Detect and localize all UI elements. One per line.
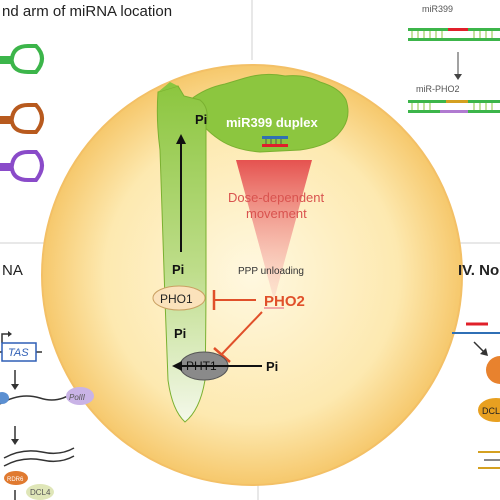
dose-label-1: Dose-dependent bbox=[228, 190, 325, 205]
pho2-label: PHO2 bbox=[264, 293, 305, 310]
pho1-label: PHO1 bbox=[160, 292, 193, 306]
shoot-tip bbox=[158, 82, 178, 92]
dsrna-wave-2 bbox=[3, 455, 75, 467]
duplex-strand-mir-pho2 bbox=[408, 100, 500, 113]
hairpin-brown bbox=[0, 103, 44, 134]
duplex-label: miR399 duplex bbox=[226, 115, 319, 130]
hairpin-green bbox=[0, 44, 44, 74]
pi-low-label: Pi bbox=[174, 326, 186, 341]
pi-right-label: Pi bbox=[266, 359, 278, 374]
dcl-label: DCL bbox=[482, 406, 500, 416]
pho2-to-pht1-line bbox=[221, 311, 263, 355]
rdr6-label: RDR6 bbox=[7, 477, 24, 483]
dose-cone bbox=[236, 160, 312, 300]
pol-ellipse bbox=[66, 387, 94, 405]
dcl-ellipse bbox=[478, 398, 500, 422]
br-arrowhead bbox=[480, 348, 488, 356]
pho2-to-pht1-bar bbox=[213, 347, 231, 363]
tas-promoter-arrow bbox=[1, 333, 10, 343]
pol-label: PolII bbox=[69, 393, 86, 402]
mid-right-title: IV. No bbox=[458, 262, 499, 279]
tas-label: TAS bbox=[8, 347, 29, 359]
mir-pho2-label: miR-PHO2 bbox=[416, 84, 460, 94]
tas-box bbox=[1, 342, 37, 362]
top-left-title: nd arm of miRNA location bbox=[2, 3, 172, 20]
dcl4-ellipse bbox=[26, 484, 54, 500]
pi-in-arrowhead bbox=[172, 361, 182, 371]
br-arrow bbox=[473, 341, 485, 353]
dcl4-label: DCL4 bbox=[30, 488, 51, 497]
top-right-arrowhead bbox=[454, 74, 462, 80]
hairpin-purple bbox=[0, 150, 44, 182]
root bbox=[156, 85, 208, 423]
central-circle bbox=[41, 64, 463, 486]
dose-label-2: movement bbox=[246, 206, 307, 221]
blue-protein bbox=[0, 392, 9, 404]
mid-left-title: NA bbox=[2, 262, 23, 279]
pi-top-label: Pi bbox=[195, 112, 207, 127]
ppp-label: PPP unloading bbox=[238, 266, 304, 277]
mir399-label: miR399 bbox=[422, 4, 453, 14]
pi-up-arrowhead bbox=[176, 134, 186, 144]
duplex-strand-mir399 bbox=[408, 28, 500, 41]
tas-down-arrowhead bbox=[11, 384, 19, 390]
pi-mid-label: Pi bbox=[172, 262, 184, 277]
orange-protein-1 bbox=[486, 356, 500, 384]
pol-down-arrowhead bbox=[11, 439, 19, 445]
pho1-ellipse bbox=[152, 285, 206, 311]
dsrna-wave bbox=[3, 447, 75, 459]
transcript-wave bbox=[0, 391, 75, 405]
shoot-leaf bbox=[189, 73, 349, 153]
rdr6-ellipse bbox=[4, 471, 28, 485]
mini-duplex bbox=[262, 136, 288, 147]
tas-promoter-arrowhead bbox=[8, 331, 12, 337]
